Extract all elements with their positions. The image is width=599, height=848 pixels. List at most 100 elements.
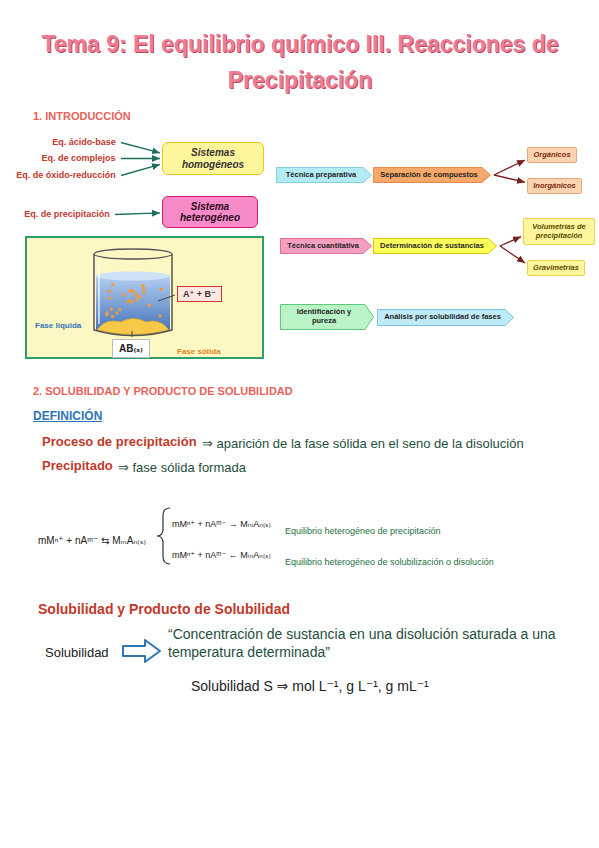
text-label: Solubilidad [45,645,109,662]
label-wrap: Solubilidad y Producto de Solubilidad [38,600,290,618]
leader-line [158,295,175,301]
text-label: Proceso de precipitación [42,434,197,451]
ion-dot [159,314,162,317]
text-stack: A⁺ + B⁻ [183,289,216,299]
phase-label: Fase líquida [35,321,81,330]
text-stack: Volumetrías de precipitación [528,223,590,240]
text-label: mMⁿ⁺ + nAᵐ⁻ ← MₘAₙ₍ₛ₎ [172,550,271,562]
text-stack: AB₍ₛ₎ [119,343,143,355]
arrow-outline [374,168,491,183]
label-wrap: Fase sólida [177,340,221,358]
connector-arrow [500,246,525,263]
ion-dot [142,291,145,294]
node-text: Eq. de óxido-reducción [16,170,116,180]
text-stack: Técnica cuantitativa [287,242,359,251]
text-label: ⇒ fase sólida formada [118,460,246,477]
arrow-outline [378,310,514,326]
rounded-box: AB₍ₛ₎ [112,339,150,358]
text-label: DEFINICIÓN [33,409,102,425]
text-stack: Gravimetrías [533,264,579,273]
arrow-outline [277,168,372,183]
text-stack: Sistemas homogéneos [170,147,256,170]
text-label: Precipitado [42,458,113,475]
node-text: Determinación de sustancias [380,242,484,251]
text-stack: Separación de compuestos [380,171,478,180]
arrow-box: Técnica preparativa [276,167,372,183]
connector-arrow [121,158,160,159]
text-label: Solubilidad y Producto de Solubilidad [38,600,290,618]
illustration-panel: Fase líquidaFase sólida A⁺ + B⁻ AB₍ₛ₎ [25,236,264,359]
label-wrap: Proceso de precipitación [42,432,197,451]
node-text: Eq. ácido-base [52,137,116,147]
ion-dot [147,304,150,307]
beaker-rim [94,249,172,259]
label-wrap: 2. SOLUBILIDAD Y PRODUCTO DE SOLUBILIDAD [33,381,293,399]
liquid [96,276,170,335]
text-label: ⇒ aparición de la fase sólida en el seno… [202,436,524,453]
node-text: Eq. de precipitación [24,209,110,219]
text-label: mMⁿ⁺ + nAᵐ⁻ → MₘAₙ₍ₛ₎ [172,519,271,531]
rounded-box: Inorgánicos [527,178,582,194]
ion-dot [111,283,114,286]
arrow-outline [281,239,372,254]
rounded-box: Sistemas homogéneos [162,142,264,175]
arrow-box: Determinación de sustancias [373,238,497,254]
precipitate [97,319,169,335]
node-text: Sistema heterogéneo [170,201,250,224]
connector-arrow [121,164,160,175]
rounded-box: Sistema heterogéneo [162,196,258,228]
text-stack: Eq. de óxido-reducción [16,170,116,180]
node-text: Técnica preparativa [286,171,356,180]
text-label: Solubilidad S ⇒ mol L⁻¹, g L⁻¹, g mL⁻¹ [191,677,429,695]
label-wrap: ⇒ aparición de la fase sólida en el seno… [202,434,524,453]
label-wrap: 1. INTRODUCCIÓN [33,106,131,124]
block-arrow [123,640,160,662]
arrow-box: Técnica cuantitativa [280,238,372,254]
node-text: Técnica cuantitativa [287,242,359,251]
text-stack: Determinación de sustancias [380,242,484,251]
equilibrium-label: Eq. de complejos [39,152,118,165]
node-text: Identificación y pureza [287,308,361,325]
node-text: Gravimetrías [533,264,579,273]
label-wrap: Equilibrio heterogéneo de precipitación [285,520,441,538]
ion-dots [105,283,163,318]
ion-dot [130,289,133,292]
ion-dot [111,315,114,318]
node-text: A⁺ + B⁻ [183,289,216,299]
phase-label: Fase sólida [177,347,221,356]
node-text: Análisis por solubilidad de fases [384,313,501,322]
curly-brace [157,508,170,564]
rounded-box: Gravimetrías [527,260,585,276]
title-wrap: Tema 9: El equilibrio químico III. Reacc… [40,26,560,98]
node-text: Sistemas homogéneos [170,147,256,170]
ion-dot [131,300,134,303]
label-wrap: Equilibrio heterogéneo de solubilización… [285,551,494,569]
text-label: 1. INTRODUCCIÓN [33,109,131,123]
label-wrap: mMⁿ⁺ + nAᵐ⁻ ⇆ MₘAₙ₍ₛ₎ [38,530,146,548]
ion-dot [135,298,138,301]
text-label: 2. SOLUBILIDAD Y PRODUCTO DE SOLUBILIDAD [33,384,293,398]
ion-dot [142,287,145,290]
equilibrium-label: Eq. de precipitación [22,208,112,221]
page-title: Tema 9: El equilibrio químico III. Reacc… [40,26,560,98]
arrow-outline [374,239,497,254]
label-wrap: Solubilidad S ⇒ mol L⁻¹, g L⁻¹, g mL⁻¹ [191,677,429,695]
ion-dot [160,288,163,291]
arrow-box: Identificación y pureza [280,304,374,330]
rounded-box: A⁺ + B⁻ [177,286,222,302]
node-text: Eq. de complejos [41,153,115,163]
ion-dot [134,293,137,296]
label-wrap: Precipitado [42,456,113,475]
arrow-box: Análisis por solubilidad de fases [377,309,514,326]
ion-dot [122,293,125,296]
label-wrap: ⇒ fase sólida formada [118,458,246,477]
node-text: Inorgánicos [533,182,576,191]
node-text: Volumetrías de precipitación [528,223,590,240]
text-stack: Eq. de precipitación [24,209,110,219]
text-stack: Inorgánicos [533,182,576,191]
label-wrap: mMⁿ⁺ + nAᵐ⁻ → MₘAₙ₍ₛ₎ [172,513,271,531]
ion-dot [110,308,113,311]
